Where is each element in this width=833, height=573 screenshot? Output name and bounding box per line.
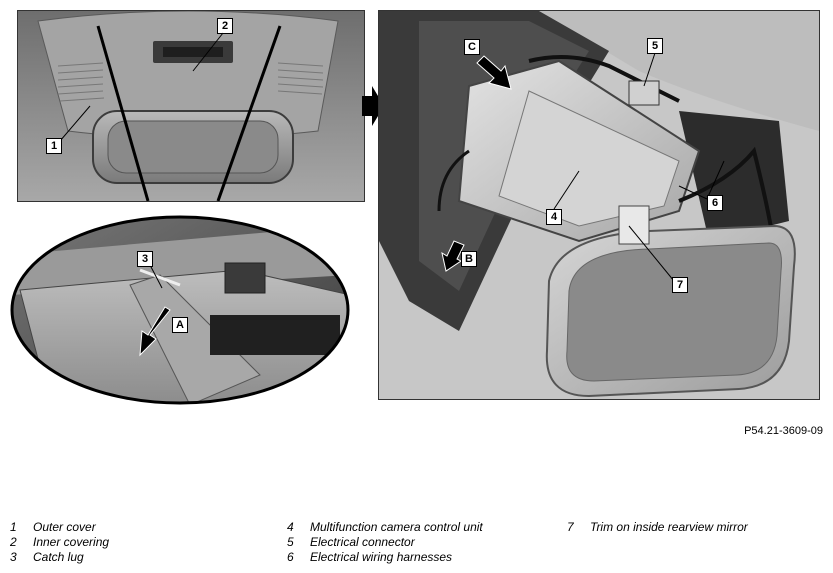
callout-5: 5 <box>647 38 663 54</box>
callout-2-label: 2 <box>221 20 229 32</box>
callout-6: 6 <box>707 195 723 211</box>
callout-1: 1 <box>46 138 62 154</box>
callout-6-label: 6 <box>711 197 719 209</box>
callout-1-label: 1 <box>50 140 58 152</box>
direction-arrow-icon <box>362 86 384 126</box>
callout-C: C <box>464 39 480 55</box>
photo-overview: 2 1 <box>17 10 365 202</box>
callout-4: 4 <box>546 209 562 225</box>
callout-2-leader <box>59 32 224 142</box>
photo-detail-camera: C 5 4 6 B 7 <box>378 10 820 400</box>
callout-3: 3 <box>137 251 153 267</box>
callout-A: A <box>172 317 188 333</box>
callout-5-label: 5 <box>651 40 659 52</box>
callout-B-label: B <box>465 253 473 265</box>
callout-A-label: A <box>176 319 184 331</box>
callout-7: 7 <box>672 277 688 293</box>
callout-C-label: C <box>468 41 476 53</box>
callout-B: B <box>461 251 477 267</box>
callout-7-label: 7 <box>676 279 684 291</box>
callout-3-label: 3 <box>141 253 149 265</box>
callout-4-label: 4 <box>550 211 558 223</box>
zoom-detail: 3 A <box>10 215 350 405</box>
figure-id: P54.21-3609-09 <box>744 425 823 437</box>
callout-2: 2 <box>217 18 233 34</box>
